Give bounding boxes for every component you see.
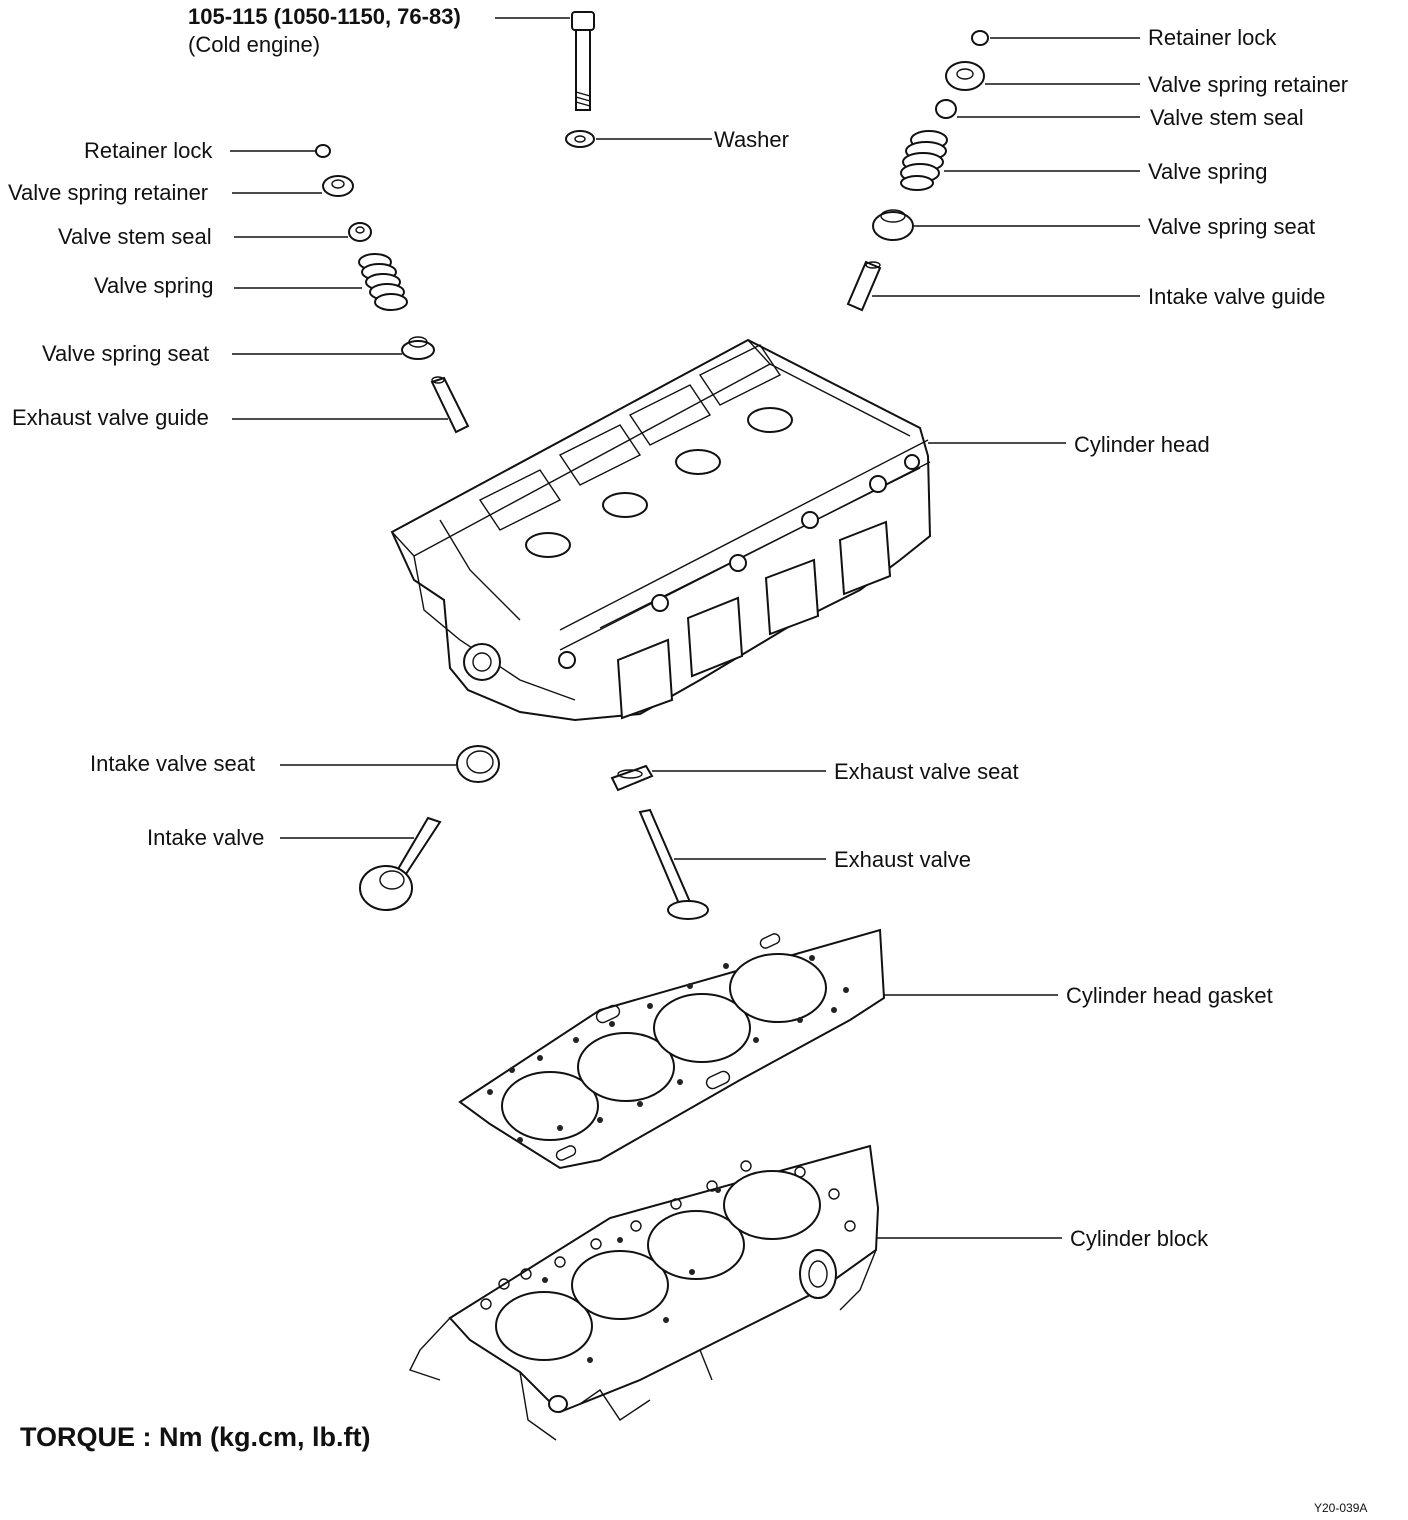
exhaust-valve-seat-label: Exhaust valve seat <box>834 759 1019 784</box>
valve-stem-seal-right-label: Valve stem seal <box>1150 105 1304 130</box>
valve-spring-seat-right-part <box>872 209 914 241</box>
cylinder-head-label: Cylinder head <box>1074 432 1210 457</box>
head-bolt-part <box>571 11 595 111</box>
valve-spring-seat-right-label: Valve spring seat <box>1148 214 1315 239</box>
retainer-lock-right-part <box>971 30 989 46</box>
retainer-lock-left-label: Retainer lock <box>84 138 213 163</box>
torque-spec-label: 105-115 (1050-1150, 76-83) <box>188 4 461 29</box>
exhaust-valve-part <box>638 808 709 920</box>
valve-spring-retainer-right-label: Valve spring retainer <box>1148 72 1348 97</box>
washer-part <box>565 130 595 148</box>
intake-valve-guide-part <box>846 260 882 312</box>
valve-stem-seal-left-label: Valve stem seal <box>58 224 212 249</box>
valve-spring-retainer-left-label: Valve spring retainer <box>8 180 208 205</box>
intake-valve-seat-label: Intake valve seat <box>90 751 255 776</box>
valve-spring-right-label: Valve spring <box>1148 159 1267 184</box>
cylinder-head-gasket-label: Cylinder head gasket <box>1066 983 1273 1008</box>
torque-spec-note: (Cold engine) <box>188 32 320 57</box>
intake-valve-seat-part <box>456 745 500 783</box>
washer-label: Washer <box>714 127 789 152</box>
valve-stem-seal-right-part <box>935 99 957 119</box>
valve-spring-retainer-left-part <box>322 175 354 197</box>
valve-spring-seat-left-label: Valve spring seat <box>42 341 209 366</box>
valve-spring-seat-left-part <box>401 336 435 360</box>
cylinder-head-gasket-part <box>458 928 886 1170</box>
intake-valve-label: Intake valve <box>147 825 264 850</box>
retainer-lock-left-part <box>315 144 331 158</box>
valve-spring-retainer-right-part <box>945 61 985 91</box>
intake-valve-part <box>359 816 442 911</box>
exhaust-valve-guide-part <box>430 376 470 434</box>
figure-code: Y20-039A <box>1314 1501 1367 1515</box>
exhaust-valve-label: Exhaust valve <box>834 847 971 872</box>
valve-spring-left-label: Valve spring <box>94 273 213 298</box>
retainer-lock-right-label: Retainer lock <box>1148 25 1277 50</box>
intake-valve-guide-label: Intake valve guide <box>1148 284 1325 309</box>
cylinder-block-label: Cylinder block <box>1070 1226 1209 1251</box>
valve-stem-seal-left-part <box>348 222 372 242</box>
valve-spring-left-part <box>358 253 408 311</box>
exhaust-valve-seat-part <box>610 764 654 792</box>
cylinder-block-part <box>409 1144 880 1441</box>
cylinder-head-part <box>390 338 932 722</box>
valve-spring-right-part <box>900 130 948 191</box>
torque-units-caption: TORQUE : Nm (kg.cm, lb.ft) <box>20 1422 371 1452</box>
exhaust-valve-guide-label: Exhaust valve guide <box>12 405 209 430</box>
